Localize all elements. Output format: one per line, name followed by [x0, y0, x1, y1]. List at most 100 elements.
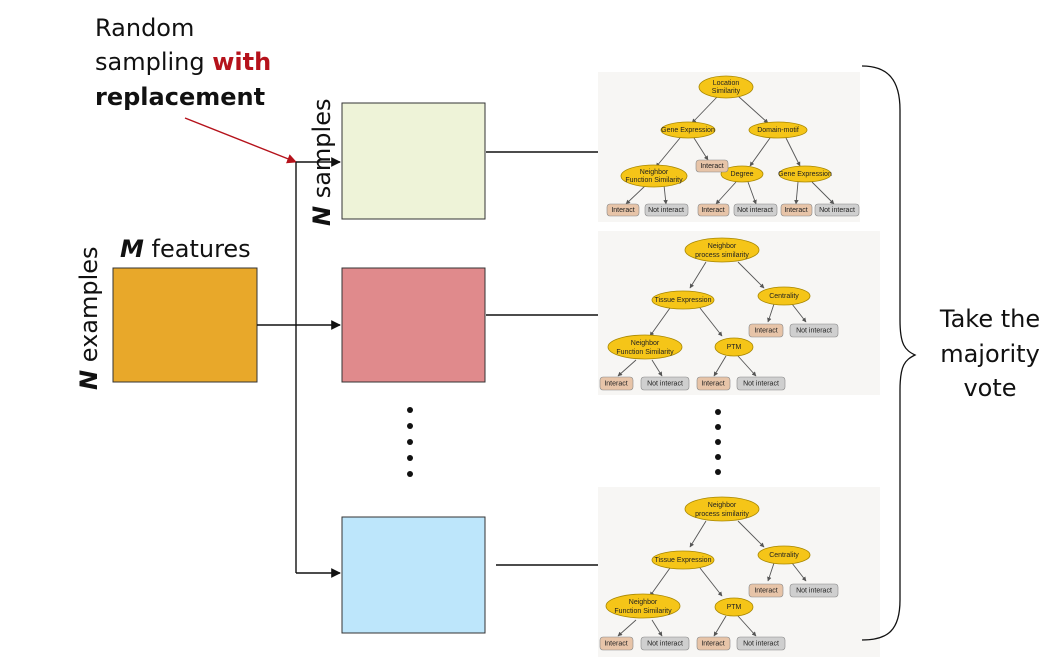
- tree2-node-neighbor-func-text2: Function Similarity: [616, 349, 674, 356]
- tree3-leaf-5: [696, 636, 731, 651]
- tree1-node-domain-motif: [748, 121, 808, 139]
- tree1-leaf-4: [697, 203, 730, 217]
- sample-box-3: [341, 516, 486, 634]
- tree3-leaf-6: [736, 636, 786, 651]
- tree2-leaf-2-text: Not interact: [796, 327, 832, 334]
- tree2-node-ptm: [714, 337, 754, 357]
- features-var: M: [120, 235, 144, 263]
- tree3-node-neighbor-proc-text2: process similarity: [695, 511, 749, 518]
- tree2-node-tissue-text: Tissue Expression: [655, 297, 712, 304]
- tree2-leaf-2: [789, 323, 839, 338]
- tree1-leaf-7-text: Not interact: [819, 207, 855, 214]
- tree3-node-neighbor-func: [605, 593, 681, 619]
- tree2-node-neighbor-func-text1: Neighbor: [631, 340, 660, 347]
- tree1-leaf-7: [814, 203, 860, 217]
- tree2-leaf-4-text: Not interact: [647, 380, 683, 387]
- vote-line2: majority: [940, 340, 1040, 368]
- tree3-node-tissue: [651, 550, 715, 570]
- tree2-leaf-5: [696, 376, 731, 391]
- tree1-leaf-2-text: Interact: [611, 207, 634, 214]
- curly-brace: [861, 65, 917, 641]
- tree3-node-neighbor-func-text2: Function Similarity: [614, 608, 672, 615]
- annotation-line2-prefix: sampling: [95, 48, 212, 76]
- annotation-arrow: [184, 117, 297, 164]
- tree2-node-centrality-text: Centrality: [769, 293, 799, 300]
- tree2-node-neighbor-proc-text2: process similarity: [695, 252, 749, 259]
- tree1-node-neighbor-func: [620, 164, 688, 188]
- annotation-with: with: [212, 48, 271, 76]
- sample-box-1: [341, 102, 486, 220]
- tree2-leaf-3: [599, 376, 634, 391]
- tree1-node-neighbor-func-text1: Neighbor: [640, 169, 669, 176]
- tree3-node-neighbor-proc: [684, 496, 760, 522]
- tree1-leaf-3-text: Not interact: [648, 207, 684, 214]
- annotation-replacement: replacement: [95, 83, 265, 111]
- tree1-leaf-6-text: Interact: [784, 207, 807, 214]
- trees-ellipsis: [715, 409, 721, 475]
- tree2-node-neighbor-func: [607, 334, 683, 360]
- tree1-node-neighbor-func-text2: Function Similarity: [625, 177, 683, 184]
- tree2-leaf-1: [748, 323, 784, 338]
- tree1-leaf-5-text: Not interact: [737, 207, 773, 214]
- tree1-leaf-3: [644, 203, 689, 217]
- tree1-node-degree: [720, 165, 764, 183]
- tree3-leaf-2-text: Not interact: [796, 587, 832, 594]
- tree1-node-location-text1: Location: [713, 80, 740, 87]
- tree3-leaf-6-text: Not interact: [743, 640, 779, 647]
- tree2-leaf-4: [640, 376, 690, 391]
- tree2-leaf-3-text: Interact: [604, 380, 627, 387]
- examples-var: N: [75, 370, 103, 390]
- features-word: features: [144, 235, 251, 263]
- tree3-leaf-5-text: Interact: [701, 640, 724, 647]
- sample-box-2: [341, 267, 486, 383]
- tree1-leaf-1-text: Interact: [700, 163, 723, 170]
- tree2-node-centrality: [757, 286, 811, 306]
- tree1-leaf-5: [733, 203, 778, 217]
- tree1-leaf-6: [780, 203, 813, 217]
- samples-word: samples: [308, 99, 336, 206]
- tree2-leaf-1-text: Interact: [754, 327, 777, 334]
- annotation-line2: sampling with: [95, 48, 271, 76]
- tree3-node-centrality-text: Centrality: [769, 552, 799, 559]
- vote-line3: vote: [963, 374, 1016, 402]
- annotation-line1: Random: [95, 14, 194, 42]
- features-label: M features: [120, 235, 251, 263]
- tree2-leaf-5-text: Interact: [701, 380, 724, 387]
- tree1-node-gene-expr2: [778, 165, 832, 183]
- tree3-node-neighbor-func-text1: Neighbor: [629, 599, 658, 606]
- tree3-leaf-3: [599, 636, 634, 651]
- tree3-node-ptm: [714, 597, 754, 617]
- tree3-leaf-3-text: Interact: [604, 640, 627, 647]
- tree1-node-gene-expr2-text: Gene Expression: [778, 171, 832, 178]
- tree1-node-gene-expr: [660, 121, 716, 139]
- tree3-node-tissue-text: Tissue Expression: [655, 557, 712, 564]
- tree3-leaf-1: [748, 583, 784, 598]
- samples-label: N samples: [308, 99, 336, 226]
- decision-tree-3: Neighbor process similarity Tissue Expre…: [599, 496, 839, 651]
- tree2-leaf-6: [736, 376, 786, 391]
- examples-label: N examples: [75, 246, 103, 390]
- tree3-leaf-4: [640, 636, 690, 651]
- tree3-leaf-4-text: Not interact: [647, 640, 683, 647]
- dataset-box: [112, 267, 258, 383]
- tree1-node-degree-text: Degree: [731, 171, 754, 178]
- tree2-leaf-6-text: Not interact: [743, 380, 779, 387]
- tree2-node-tissue: [651, 290, 715, 310]
- tree1-node-gene-expr-text: Gene Expression: [661, 127, 715, 134]
- tree3-node-ptm-text: PTM: [727, 604, 742, 611]
- tree2-node-neighbor-proc-text1: Neighbor: [708, 243, 737, 250]
- tree3-leaf-1-text: Interact: [754, 587, 777, 594]
- tree1-node-location-text2: Similarity: [712, 88, 741, 95]
- decision-tree-1: Location Similarity Gene Expression Doma…: [606, 75, 860, 217]
- decision-tree-2: Neighbor process similarity Tissue Expre…: [599, 237, 839, 391]
- examples-word: examples: [75, 246, 103, 369]
- tree1-node-domain-motif-text: Domain-motif: [757, 127, 799, 134]
- tree2-node-neighbor-proc: [684, 237, 760, 263]
- tree1-leaf-4-text: Interact: [701, 207, 724, 214]
- tree1-leaf-1: [695, 159, 729, 173]
- tree2-node-ptm-text: PTM: [727, 344, 742, 351]
- tree1-leaf-2: [606, 203, 640, 217]
- samples-ellipsis: [407, 407, 413, 477]
